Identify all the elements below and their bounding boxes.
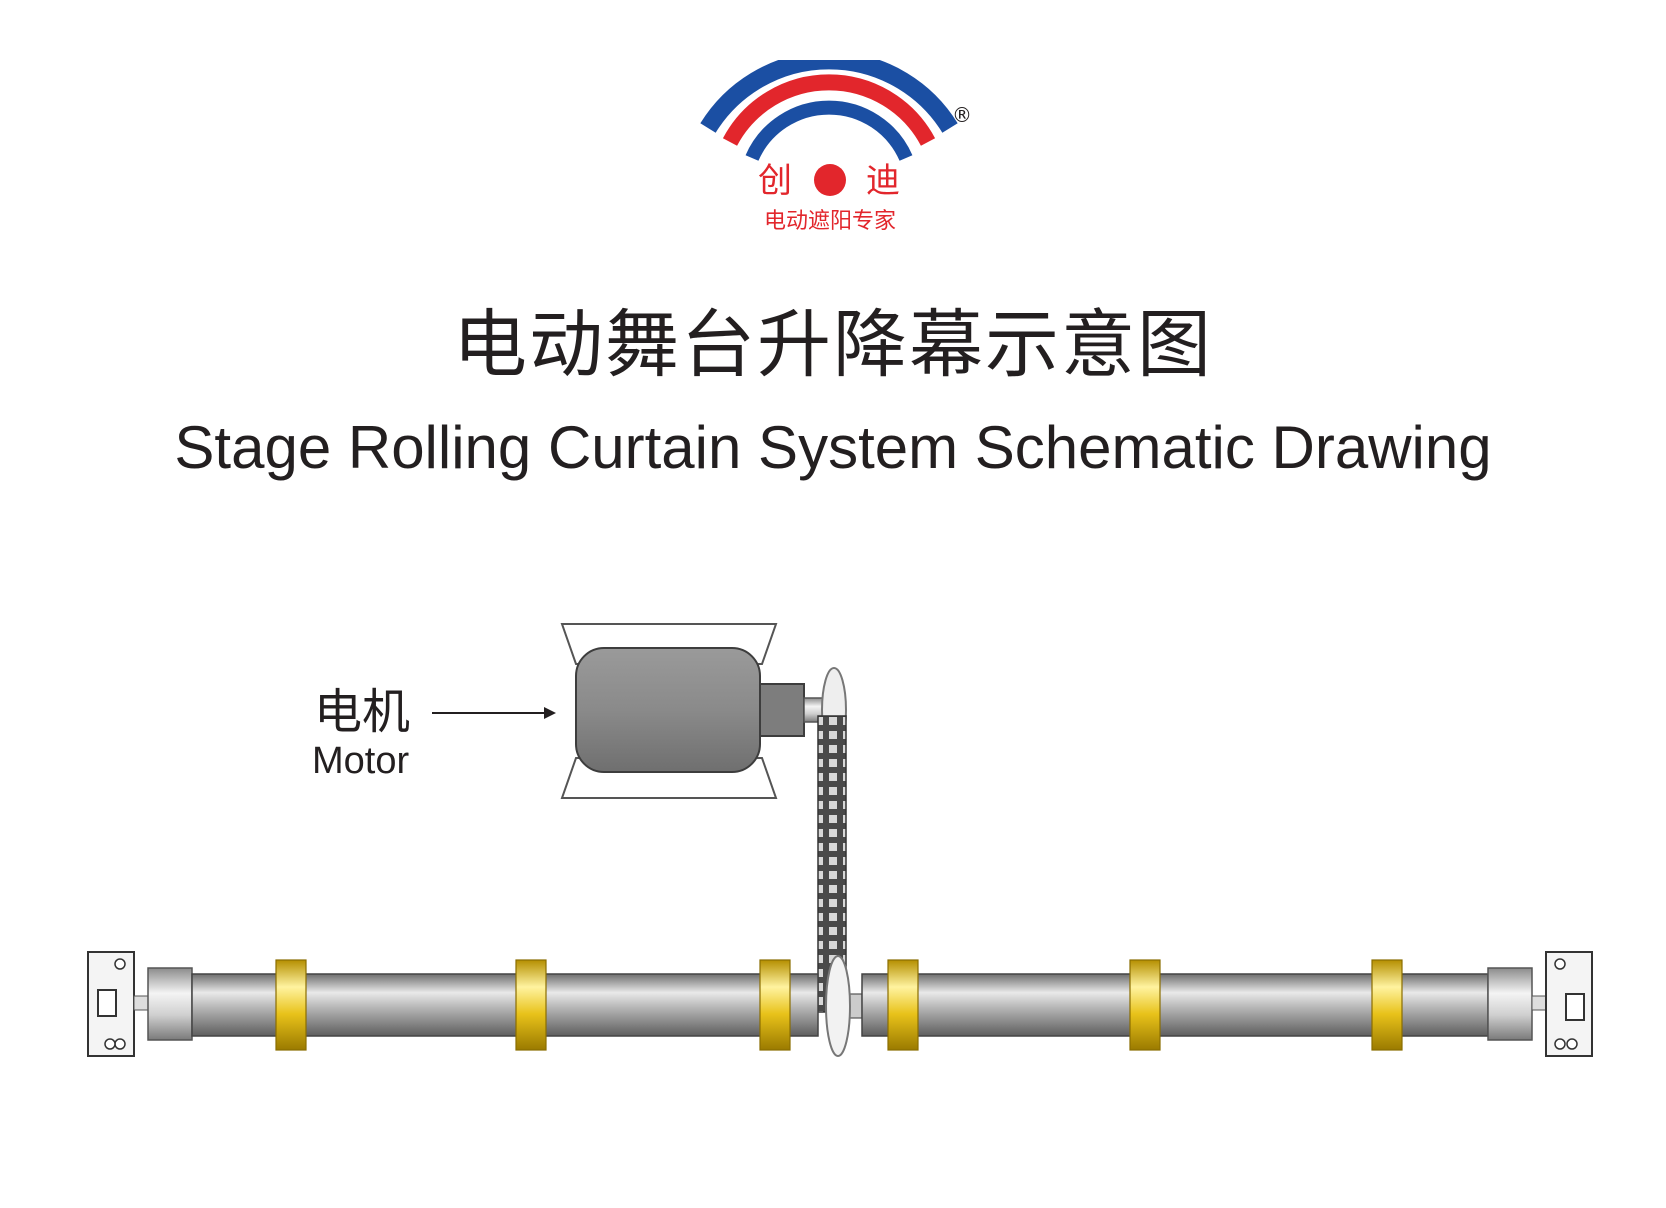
tube-pulley [825, 955, 851, 1057]
right-ring-1 [887, 959, 919, 1051]
right-end-cap [1487, 967, 1533, 1041]
page-title-english: Stage Rolling Curtain System Schematic D… [174, 414, 1492, 481]
motor-label-english: Motor [312, 740, 410, 782]
left-end-cap [147, 967, 193, 1041]
brand-red-dot [814, 164, 846, 196]
page-title-chinese: 电动舞台升降幕示意图 [453, 302, 1213, 388]
right-ring-2 [1129, 959, 1161, 1051]
left-bracket [87, 951, 149, 1057]
motor-shaft-housing [759, 683, 805, 737]
brand-tagline: 电动遮阳专家 [764, 209, 896, 234]
left-ring-3 [759, 959, 791, 1051]
motor-label-chinese: 电机 [314, 684, 411, 740]
brand-logo: ® 创 迪 电动遮阳专家 [700, 60, 972, 234]
right-bracket [1531, 951, 1593, 1057]
left-ring-1 [275, 959, 307, 1051]
registered-mark: ® [952, 103, 972, 127]
logo-arc-red [722, 74, 936, 146]
logo-arc-blue-outer [700, 60, 958, 133]
brand-name-right: 迪 [866, 161, 900, 201]
left-ring-2 [515, 959, 547, 1051]
schematic-diagram [87, 623, 1593, 1057]
motor-body [575, 647, 761, 773]
brand-name-left: 创 [758, 161, 792, 201]
motor [560, 623, 847, 799]
motor-pointer-arrowhead [544, 707, 556, 719]
logo-arc-blue-inner [745, 100, 913, 161]
right-ring-3 [1371, 959, 1403, 1051]
